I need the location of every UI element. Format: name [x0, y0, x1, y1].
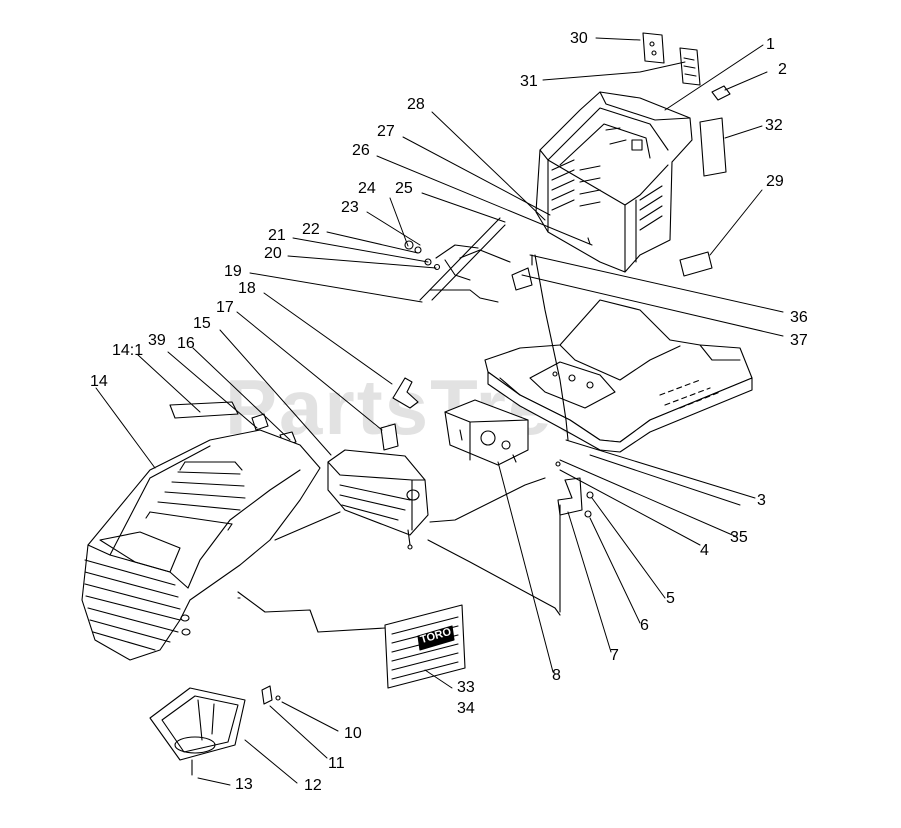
callout-5: 5: [666, 590, 675, 607]
callout-2: 2: [778, 61, 787, 78]
callout-10: 10: [344, 725, 362, 742]
callout-39: 39: [148, 332, 166, 349]
callout-22: 22: [302, 221, 320, 238]
callout-15: 15: [193, 315, 211, 332]
cup-tray: [149, 685, 281, 776]
callout-30: 30: [570, 30, 588, 47]
callout-14-1: 14:1: [112, 342, 144, 359]
callout-37: 37: [790, 332, 808, 349]
seat-pan: [535, 91, 693, 273]
callout-13: 13: [235, 776, 253, 793]
callout-24: 24: [358, 180, 376, 197]
floor-pan: [484, 299, 753, 453]
callout-3: 3: [757, 492, 766, 509]
callout-19: 19: [224, 263, 242, 280]
linkage: [404, 217, 591, 441]
callout-6: 6: [640, 617, 649, 634]
callout-34: 34: [457, 700, 475, 717]
callout-28: 28: [407, 96, 425, 113]
callout-35: 35: [730, 529, 748, 546]
hood: [81, 429, 321, 661]
grille-housing: [169, 401, 429, 550]
callout-leaders: [95, 37, 784, 786]
callout-33: 33: [457, 679, 475, 696]
callout-29: 29: [766, 173, 784, 190]
callout-11: 11: [328, 755, 345, 772]
callout-36: 36: [790, 309, 808, 326]
bracket-parts: [555, 461, 594, 518]
callout-21: 21: [268, 227, 286, 244]
callout-32: 32: [765, 117, 783, 134]
callout-25: 25: [395, 180, 413, 197]
callout-14: 14: [90, 373, 108, 390]
callout-1: 1: [766, 36, 775, 53]
callout-16: 16: [177, 335, 195, 352]
callout-20: 20: [264, 245, 282, 262]
callout-31: 31: [520, 73, 538, 90]
leader-lines-assembly: [237, 249, 561, 633]
callout-27: 27: [377, 123, 395, 140]
callout-26: 26: [352, 142, 370, 159]
callout-17: 17: [216, 299, 234, 316]
callout-12: 12: [304, 777, 322, 794]
callout-8: 8: [552, 667, 561, 684]
callout-23: 23: [341, 199, 359, 216]
callout-4: 4: [700, 542, 709, 559]
callout-7: 7: [610, 647, 619, 664]
callout-18: 18: [238, 280, 256, 297]
dash-console: [380, 377, 529, 466]
brand-plate: [384, 604, 466, 689]
